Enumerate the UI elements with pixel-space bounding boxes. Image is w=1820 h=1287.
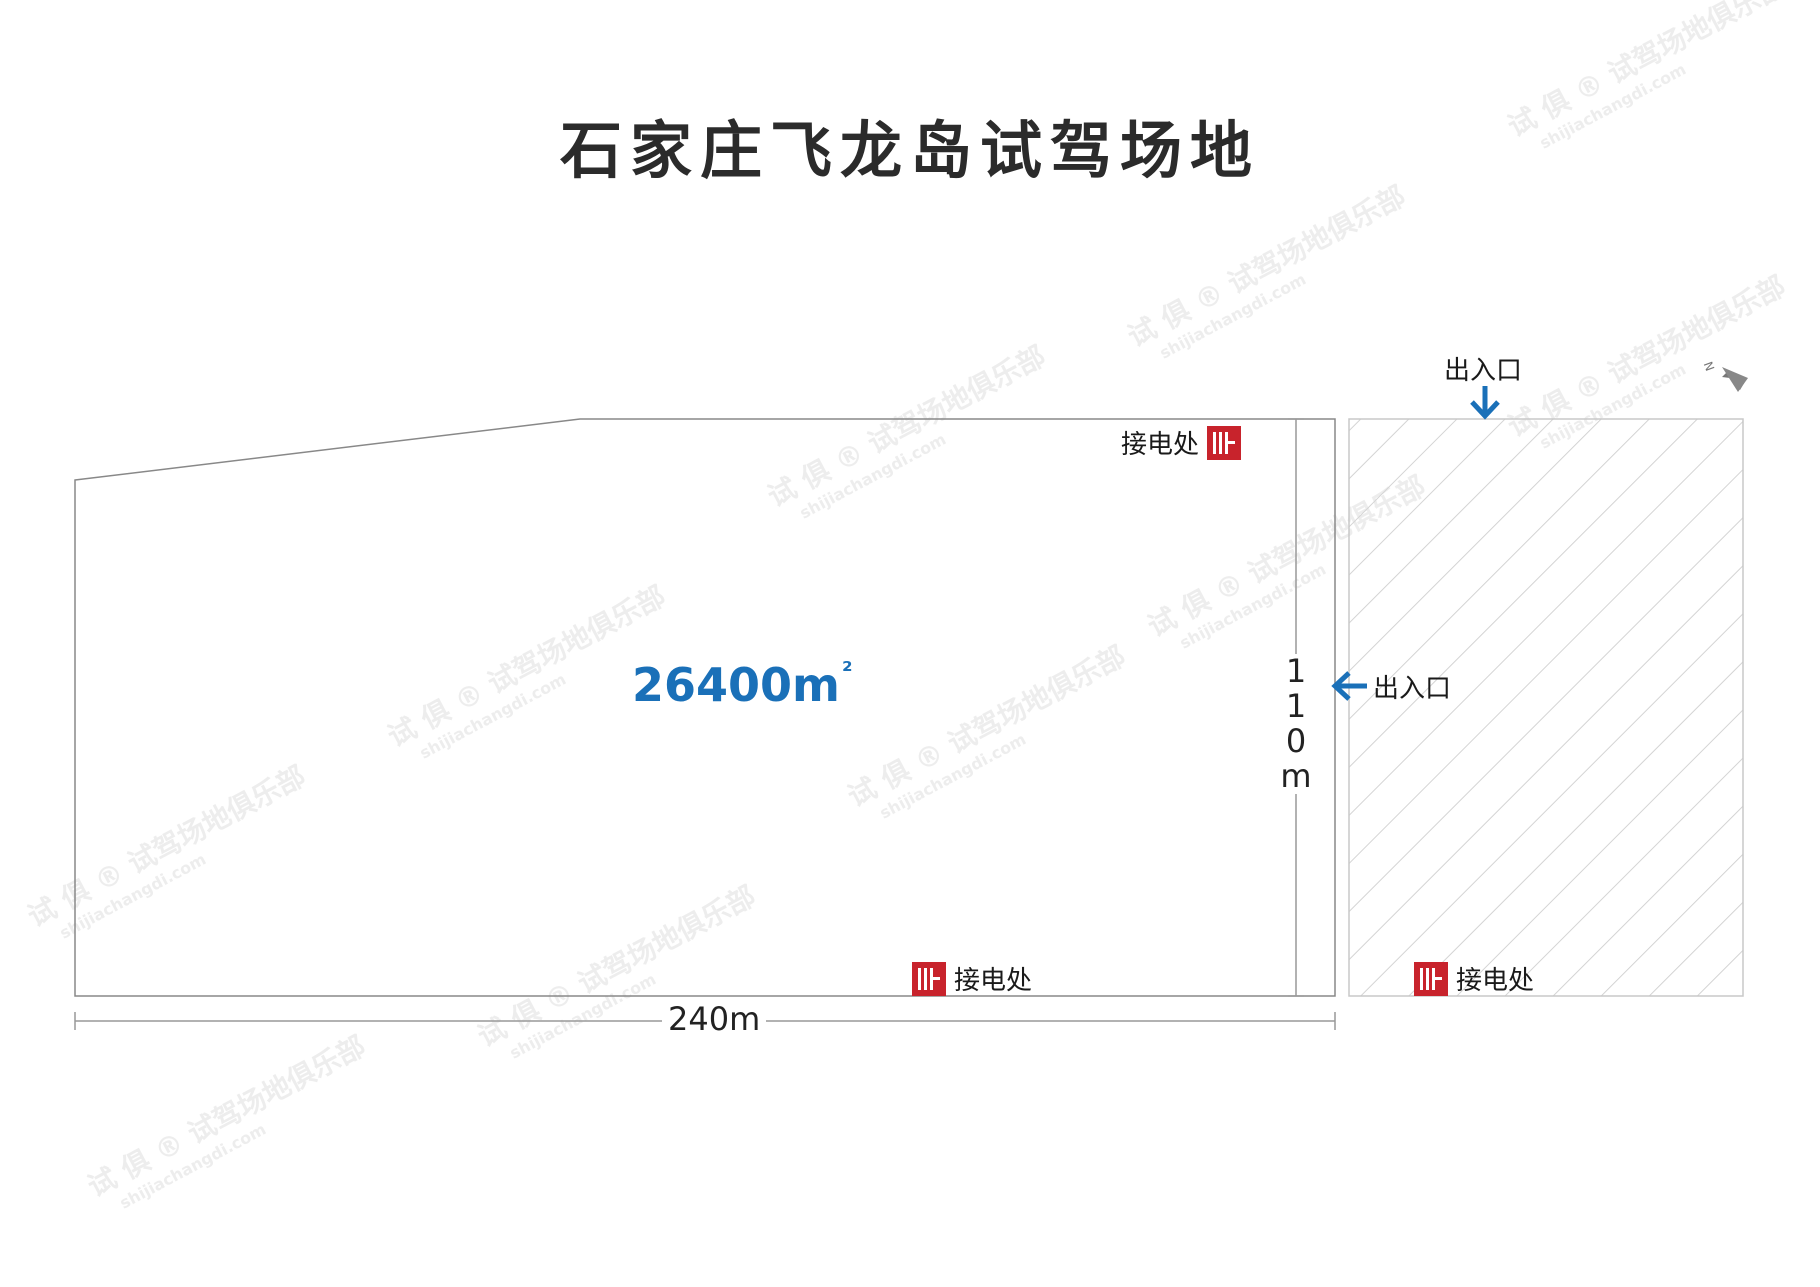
power-point-top: 接电处 — [1121, 424, 1242, 461]
area-label: 26400m² — [632, 657, 853, 712]
power-label: 接电处 — [1456, 966, 1535, 996]
entrance-label-right: 出入口 — [1373, 674, 1452, 704]
arrow-left-icon — [1331, 671, 1367, 701]
hatched-area — [1348, 418, 1744, 997]
power-outlet-icon — [1414, 961, 1448, 996]
width-dimension-label: 240m — [662, 1000, 767, 1038]
svg-text:N: N — [1701, 360, 1717, 373]
north-arrow-icon: N — [1701, 360, 1748, 392]
power-point-bottom: 接电处 — [912, 960, 1032, 997]
height-char: 1 — [1285, 687, 1307, 725]
height-char: m — [1280, 757, 1312, 795]
power-outlet-icon — [1207, 425, 1242, 460]
height-dimension-label: 1 1 0 m — [1279, 654, 1313, 794]
entrance-label-top: 出入口 — [1444, 356, 1523, 386]
power-label: 接电处 — [954, 966, 1033, 996]
height-char: 1 — [1285, 652, 1307, 690]
power-label: 接电处 — [1121, 430, 1200, 460]
power-outlet-icon — [912, 961, 946, 996]
page-title: 石家庄飞龙岛试驾场地 — [559, 114, 1260, 187]
main-venue-outline — [74, 418, 1336, 997]
arrow-down-icon — [1470, 386, 1500, 420]
power-point-hatched: 接电处 — [1414, 960, 1534, 997]
height-char: 0 — [1285, 722, 1307, 760]
